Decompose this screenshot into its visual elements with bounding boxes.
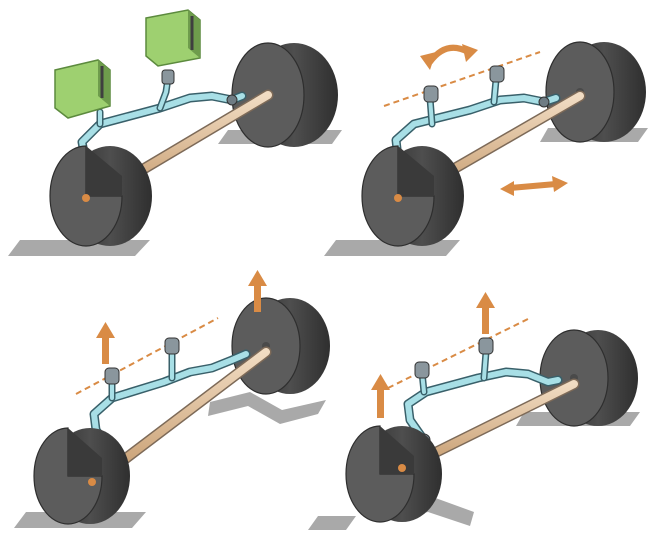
- wheel-rear: [232, 298, 330, 394]
- pivot-hub: [227, 95, 237, 105]
- pivot-hub: [424, 86, 438, 102]
- axle-cutout: [394, 194, 402, 202]
- wheel-rear: [546, 42, 646, 142]
- ground-plate: [208, 392, 326, 424]
- wheel-rear: [232, 43, 338, 147]
- panel-bottom-left: [14, 270, 330, 528]
- axle-cutout: [398, 464, 406, 472]
- wheel-front: [50, 146, 152, 246]
- panel-top-right: [324, 42, 648, 256]
- pivot-hub: [479, 338, 493, 354]
- ground-plate: [308, 516, 356, 530]
- axle-cutout: [88, 478, 96, 486]
- pivot-hub: [105, 368, 119, 384]
- wheel-front: [346, 426, 442, 522]
- pivot-hub: [162, 70, 174, 84]
- pivot-axis-line: [388, 318, 530, 388]
- horizontal-arrow-icon: [500, 176, 568, 196]
- pivot-hub: [165, 338, 179, 354]
- pivot-hub: [490, 66, 504, 82]
- up-arrow-icon: [371, 374, 390, 418]
- up-arrow-icon: [476, 292, 495, 334]
- wheel-front: [362, 146, 464, 246]
- panel-bottom-right: [308, 292, 640, 530]
- rotation-arrow-icon: [420, 44, 478, 70]
- wheel-front: [34, 428, 130, 524]
- panel-top-left: [8, 10, 342, 256]
- sensor-box: [146, 10, 200, 66]
- axle-cutout: [82, 194, 90, 202]
- pivot-hub: [415, 362, 429, 378]
- up-arrow-icon: [96, 322, 115, 364]
- pivot-hub: [539, 97, 549, 107]
